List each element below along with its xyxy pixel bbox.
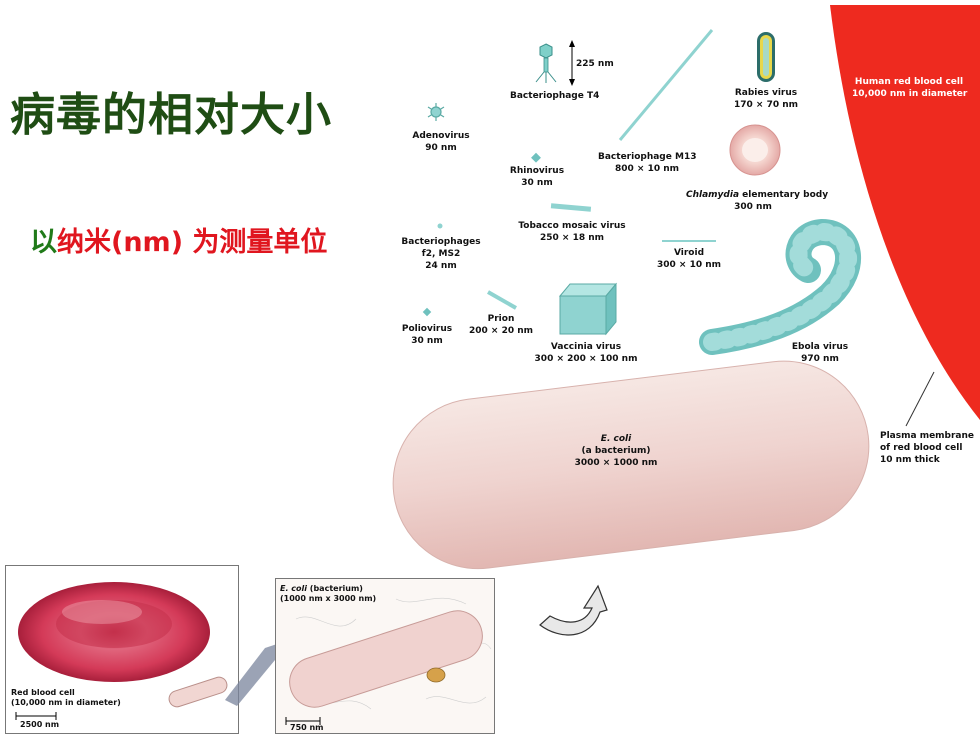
curved-arrow (539, 584, 608, 636)
m13-size: 800 × 10 nm (614, 164, 680, 174)
m13-label: Bacteriophage M13 800 × 10 nm (598, 151, 696, 175)
tmv-name: Tobacco mosaic virus (518, 221, 626, 231)
viroid-size: 300 × 10 nm (656, 260, 722, 270)
bacteriophage-f2-shape (437, 223, 443, 229)
inset-ecoli-graphic (285, 597, 492, 725)
tobacco-mosaic-virus-shape (550, 203, 592, 212)
vaccinia-label: Vaccinia virus 300 × 200 × 100 nm (531, 341, 641, 365)
f2-label: Bacteriophages f2, MS2 24 nm (400, 236, 482, 272)
rabies-name: Rabies virus (734, 88, 798, 98)
vaccinia-name: Vaccinia virus (550, 342, 622, 352)
hrbc-name: Human red blood cell (854, 77, 964, 87)
adenovirus-name: Adenovirus (412, 131, 470, 141)
rhinovirus-name: Rhinovirus (509, 166, 565, 176)
tmv-size: 250 × 18 nm (539, 233, 605, 243)
adenovirus-shape (427, 103, 445, 121)
adenovirus-label: Adenovirus 90 nm (406, 130, 476, 154)
ebola-label: Ebola virus 970 nm (790, 341, 850, 365)
m13-name: Bacteriophage M13 (598, 152, 697, 162)
t4-size-label: 225 nm (576, 59, 614, 69)
ebola-virus-highlight (703, 222, 858, 351)
f2-name: Bacteriophages (401, 237, 481, 247)
prion-shape (487, 290, 517, 310)
ecoli-shape (392, 360, 870, 570)
prion-label: Prion 200 × 20 nm (466, 313, 536, 337)
inset-rbc-label: Red blood cell (11, 688, 75, 697)
tmv-label: Tobacco mosaic virus 250 × 18 nm (517, 220, 627, 244)
inset-ecoli-panel: E. coli (bacterium) (1000 nm x 3000 nm) … (275, 578, 495, 734)
inset-ecoli-name-italic: E. coli (280, 584, 308, 593)
inset-ecoli-size: (1000 nm x 3000 nm) (280, 594, 377, 603)
rabies-virus-shape (757, 32, 775, 82)
inset-rbc-size: (10,000 nm in diameter) (11, 698, 121, 707)
inset-connector (225, 642, 283, 706)
inset-scale-750: 750 nm (290, 723, 324, 732)
chlamydia-name-rest: elementary body (739, 190, 829, 200)
f2-name2: f2, MS2 (421, 249, 461, 259)
prion-name: Prion (487, 314, 515, 324)
chlamydia-core (742, 138, 768, 162)
subtitle-unit-text: 纳米(nm) 为测量单位 (57, 227, 328, 258)
chlamydia-label: Chlamydia elementary body 300 nm (686, 189, 828, 213)
t4-name-label: Bacteriophage T4 (510, 91, 600, 101)
rhinovirus-label: Rhinovirus 30 nm (502, 165, 572, 189)
inset-rbc-panel: Red blood cell (10,000 nm in diameter) 2… (5, 565, 239, 734)
chlamydia-name: Chlamydia elementary body (686, 189, 828, 201)
f2-size: 24 nm (425, 261, 457, 271)
poliovirus-label: Poliovirus 30 nm (396, 323, 458, 347)
plasma-line3: 10 nm thick (880, 455, 940, 465)
rabies-label: Rabies virus 170 × 70 nm (728, 87, 804, 111)
hrbc-label: Human red blood cell 10,000 nm in diamet… (852, 76, 968, 100)
ecoli-label: E. coli (a bacterium) 3000 × 1000 nm (566, 433, 666, 469)
ecoli-desc: (a bacterium) (581, 446, 651, 456)
rhinovirus-shape (531, 152, 541, 163)
vaccinia-virus-shape (558, 282, 618, 336)
vaccinia-size: 300 × 200 × 100 nm (534, 354, 638, 364)
page-title: 病毒的相对大小 (10, 88, 333, 141)
hrbc-size: 10,000 nm in diameter (852, 89, 968, 99)
inset-rbc-graphic (15, 582, 228, 720)
plasma-membrane-pointer (905, 371, 935, 427)
ecoli-size: 3000 × 1000 nm (574, 458, 658, 468)
rhinovirus-size: 30 nm (521, 178, 553, 188)
bacteriophage-t4-shape (535, 40, 575, 86)
adenovirus-size: 90 nm (425, 143, 457, 153)
plasma-line2: of red blood cell (880, 443, 963, 453)
inset-ecoli-name: E. coli (bacterium) (280, 584, 363, 594)
rabies-size: 170 × 70 nm (733, 100, 799, 110)
bacteriophage-m13-shape (618, 29, 714, 141)
viroid-name: Viroid (673, 248, 705, 258)
chlamydia-name-italic: Chlamydia (686, 190, 740, 200)
poliovirus-size: 30 nm (411, 336, 443, 346)
ebola-size: 970 nm (801, 354, 839, 364)
page-subtitle: 以纳米(nm) 为测量单位 (30, 220, 327, 259)
poliovirus-shape (422, 307, 432, 317)
human-rbc-shape (830, 5, 980, 420)
plasma-line1: Plasma membrane (880, 431, 975, 441)
chlamydia-size: 300 nm (734, 202, 772, 212)
viroid-label: Viroid 300 × 10 nm (652, 247, 726, 271)
ebola-name: Ebola virus (791, 342, 849, 352)
inset-scale-2500: 2500 nm (20, 720, 60, 729)
plasma-membrane-label: Plasma membrane of red blood cell 10 nm … (880, 430, 974, 466)
ecoli-name: E. coli (600, 434, 632, 444)
poliovirus-name: Poliovirus (401, 324, 453, 334)
prion-size: 200 × 20 nm (468, 326, 534, 336)
inset-ecoli-name-rest: (bacterium) (307, 584, 363, 593)
subtitle-prefix: 以 (30, 227, 57, 258)
